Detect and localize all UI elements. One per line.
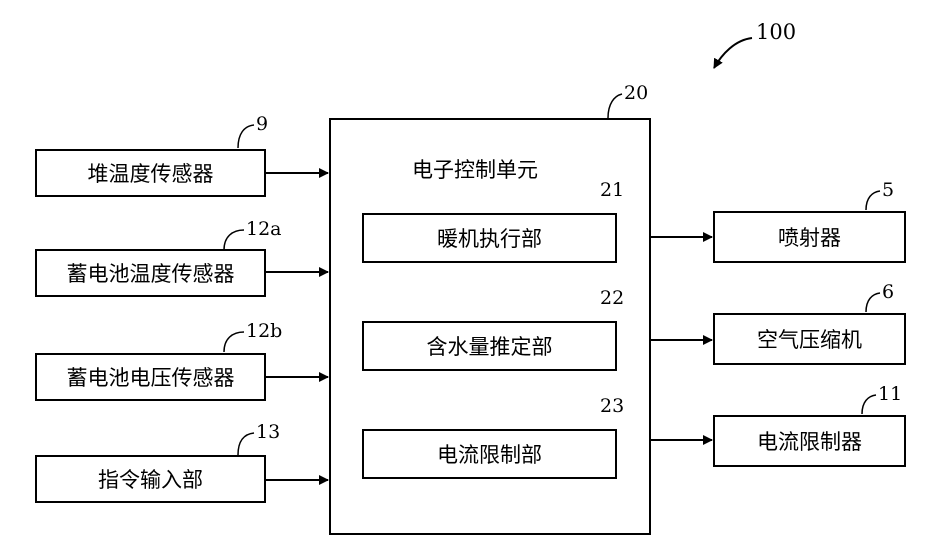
ref-label-20: 20 <box>624 84 648 103</box>
unit-box-warmup-executor: 暖机执行部 <box>362 213 617 263</box>
unit-box-water-content-estimator: 含水量推定部 <box>362 321 617 371</box>
ref-label-12a: 12a <box>246 220 282 239</box>
leader-9 <box>238 125 254 148</box>
leader-20 <box>608 94 622 118</box>
leader-11 <box>862 395 876 414</box>
ref-label-21: 21 <box>600 181 624 200</box>
leader-100 <box>714 38 752 68</box>
output-box-air-compressor: 空气压缩机 <box>713 313 906 365</box>
input-box-command-input: 指令输入部 <box>35 455 266 503</box>
leader-12b <box>224 332 244 352</box>
ref-label-11: 11 <box>878 385 902 404</box>
leader-12a <box>224 230 244 250</box>
controller-title: 电子控制单元 <box>412 154 538 184</box>
ref-label-5: 5 <box>882 181 894 200</box>
unit-box-current-limiter: 电流限制部 <box>362 429 617 479</box>
leader-13 <box>238 433 254 455</box>
leader-5 <box>866 191 880 210</box>
ref-label-6: 6 <box>882 283 894 302</box>
ref-label-23: 23 <box>600 397 624 416</box>
system-ref-label: 100 <box>756 22 796 43</box>
leader-6 <box>866 293 880 312</box>
input-box-stack-temp-sensor: 堆温度传感器 <box>35 149 266 197</box>
ref-label-22: 22 <box>600 289 624 308</box>
input-box-battery-temp-sensor: 蓄电池温度传感器 <box>35 249 266 297</box>
output-box-current-limiter-device: 电流限制器 <box>713 415 906 467</box>
output-box-injector: 喷射器 <box>713 211 906 263</box>
ref-label-12b: 12b <box>246 322 282 341</box>
ref-label-13: 13 <box>256 423 280 442</box>
input-box-battery-voltage-sensor: 蓄电池电压传感器 <box>35 353 266 401</box>
ref-label-9: 9 <box>256 115 268 134</box>
